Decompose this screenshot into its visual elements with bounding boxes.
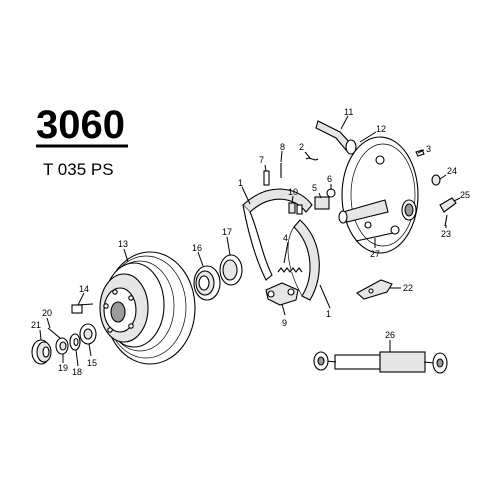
callout-6: 6 xyxy=(327,174,332,184)
callout-11: 11 xyxy=(344,107,353,117)
part-13-brake-drum xyxy=(99,251,196,365)
callout-14: 14 xyxy=(79,284,89,294)
callout-15: 15 xyxy=(87,358,97,368)
part-27-rod xyxy=(355,232,394,242)
leader-lines xyxy=(39,115,461,367)
part-4-return-spring xyxy=(277,267,303,273)
part-18-washer xyxy=(69,333,81,351)
part-1-brake-shoe-upper xyxy=(242,188,313,281)
callout-21: 21 xyxy=(31,320,41,330)
part-21-hub-cap xyxy=(31,339,52,365)
part-25-lever xyxy=(439,197,457,213)
part-7-pin xyxy=(263,170,270,186)
part-9-adjuster xyxy=(265,282,299,306)
part-20-cotter-pin xyxy=(47,327,61,339)
callout-10: 10 xyxy=(288,187,298,197)
callout-26: 26 xyxy=(385,330,395,340)
callout-labels: 1 1 2 3 4 5 6 7 8 9 10 11 12 13 14 15 16… xyxy=(31,107,470,377)
callout-4: 4 xyxy=(283,233,288,243)
diagram-subtitle: T 035 PS xyxy=(43,160,114,179)
callout-22: 22 xyxy=(403,283,413,293)
callout-16: 16 xyxy=(192,243,202,253)
part-16-bearing xyxy=(193,265,221,301)
callout-1-upper: 1 xyxy=(238,178,243,188)
part-11-cylinder-tube xyxy=(315,120,357,155)
callout-7: 7 xyxy=(259,155,264,165)
callout-5: 5 xyxy=(312,183,317,193)
callout-8: 8 xyxy=(280,142,285,152)
part-23-screw xyxy=(444,214,448,227)
part-26-shock-absorber xyxy=(313,351,448,374)
part-14-wheel-stud xyxy=(71,303,94,314)
callout-9: 9 xyxy=(282,318,287,328)
callout-2: 2 xyxy=(299,142,304,152)
callout-25: 25 xyxy=(460,190,470,200)
part-24-nut xyxy=(431,174,441,186)
callout-24: 24 xyxy=(447,166,457,176)
callout-12: 12 xyxy=(376,124,386,134)
part-5-6-wheel-cylinder xyxy=(314,188,336,210)
callout-3: 3 xyxy=(426,144,431,154)
spindle xyxy=(338,199,417,224)
callout-1-lower: 1 xyxy=(326,309,331,319)
part-10-clip xyxy=(288,202,303,215)
part-1-brake-shoe-lower xyxy=(287,219,320,301)
callout-20: 20 xyxy=(42,308,52,318)
part-2-spring xyxy=(305,157,319,161)
part-12-backing-plate xyxy=(341,136,419,254)
callout-18: 18 xyxy=(72,367,82,377)
part-22-bracket xyxy=(356,279,393,300)
diagram-code: 3060 xyxy=(36,103,125,147)
callout-13: 13 xyxy=(118,239,128,249)
part-15-outer-bearing xyxy=(79,323,97,345)
callout-23: 23 xyxy=(441,229,451,239)
part-19-castle-nut xyxy=(55,337,69,355)
callout-17: 17 xyxy=(222,227,232,237)
part-17-seal xyxy=(219,254,243,286)
callout-27: 27 xyxy=(370,249,380,259)
callout-19: 19 xyxy=(58,363,68,373)
